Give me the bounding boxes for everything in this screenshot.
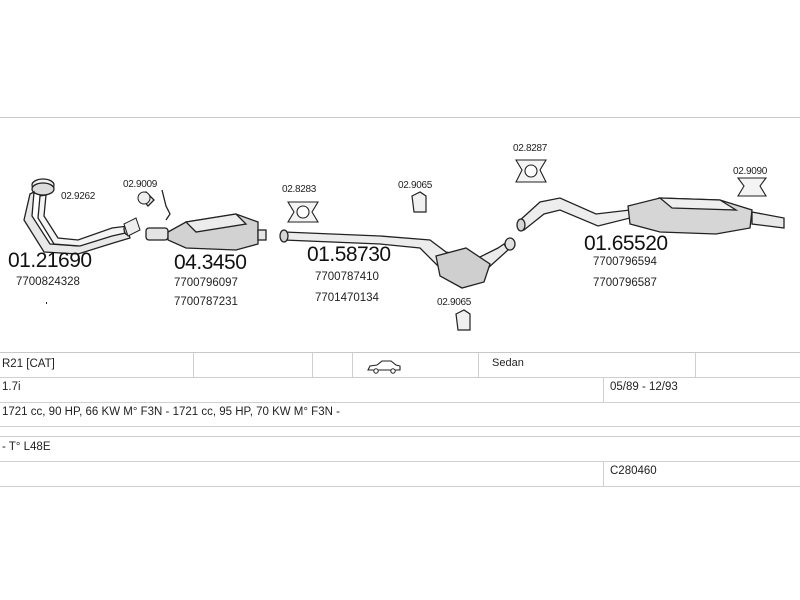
middle-silencer-01-58730 xyxy=(279,229,516,289)
table-row-divider xyxy=(0,402,800,403)
sedan-car-icon xyxy=(367,360,401,374)
vehicle-model: R21 [CAT] xyxy=(2,358,55,370)
catalytic-converter-04-3450 xyxy=(139,189,267,251)
oem-number: 7700824328 xyxy=(16,276,80,288)
hanger-02-9090-icon xyxy=(736,177,768,197)
table-row-divider xyxy=(0,377,800,378)
transmission: - T° L48E xyxy=(2,441,51,453)
bracket-02-9065-upper-icon xyxy=(411,191,427,213)
hardware-label-02-9262: 02.9262 xyxy=(61,191,96,202)
hardware-label-02-8287: 02.8287 xyxy=(513,143,548,154)
diagram-bottom-border xyxy=(0,352,800,353)
table-row-divider xyxy=(0,461,800,462)
hardware-label-02-8283: 02.8283 xyxy=(282,184,317,195)
hardware-label-02-9065-upper: 02.9065 xyxy=(398,180,433,191)
rear-silencer-01-65520 xyxy=(516,197,785,235)
hardware-02-9262-icon xyxy=(123,217,141,237)
hanger-02-8287-icon xyxy=(515,159,547,183)
production-period: 05/89 - 12/93 xyxy=(610,381,678,393)
bracket-02-9065-lower-icon xyxy=(455,309,471,331)
table-row-divider xyxy=(0,426,800,427)
column-divider xyxy=(312,353,313,377)
part-number-01-65520[interactable]: 01.65520 xyxy=(584,232,668,255)
system-code: C280460 xyxy=(610,465,657,477)
part-number-04-3450[interactable]: 04.3450 xyxy=(174,251,247,274)
oem-number: 7700787231 xyxy=(174,296,238,308)
oem-number: 7700796587 xyxy=(593,277,657,289)
column-divider xyxy=(603,462,604,486)
body-type: Sedan xyxy=(492,357,524,369)
oem-number: 7700796097 xyxy=(174,277,238,289)
hardware-label-02-9065-lower: 02.9065 xyxy=(437,297,472,308)
column-divider xyxy=(193,353,194,377)
hardware-02-9009-icon xyxy=(137,191,151,205)
hardware-label-02-9090: 02.9090 xyxy=(733,166,768,177)
oem-number: 7700796594 xyxy=(593,256,657,268)
hanger-02-8283-icon xyxy=(287,201,319,223)
hardware-label-02-9009: 02.9009 xyxy=(123,179,158,190)
column-divider xyxy=(695,353,696,377)
oem-number: 7700787410 xyxy=(315,271,379,283)
table-row-divider xyxy=(0,436,800,437)
part-number-01-21690[interactable]: 01.21690 xyxy=(8,249,92,272)
part-number-01-58730[interactable]: 01.58730 xyxy=(307,243,391,266)
engine-specs: 1721 cc, 90 HP, 66 KW M° F3N - 1721 cc, … xyxy=(2,406,340,418)
table-bottom-border xyxy=(0,486,800,487)
column-divider xyxy=(603,378,604,402)
exhaust-system-diagram xyxy=(23,159,785,331)
top-border xyxy=(0,117,800,118)
column-divider xyxy=(478,353,479,377)
column-divider xyxy=(352,353,353,377)
engine-size: 1.7i xyxy=(2,381,21,393)
oem-number: 7701470134 xyxy=(315,292,379,304)
